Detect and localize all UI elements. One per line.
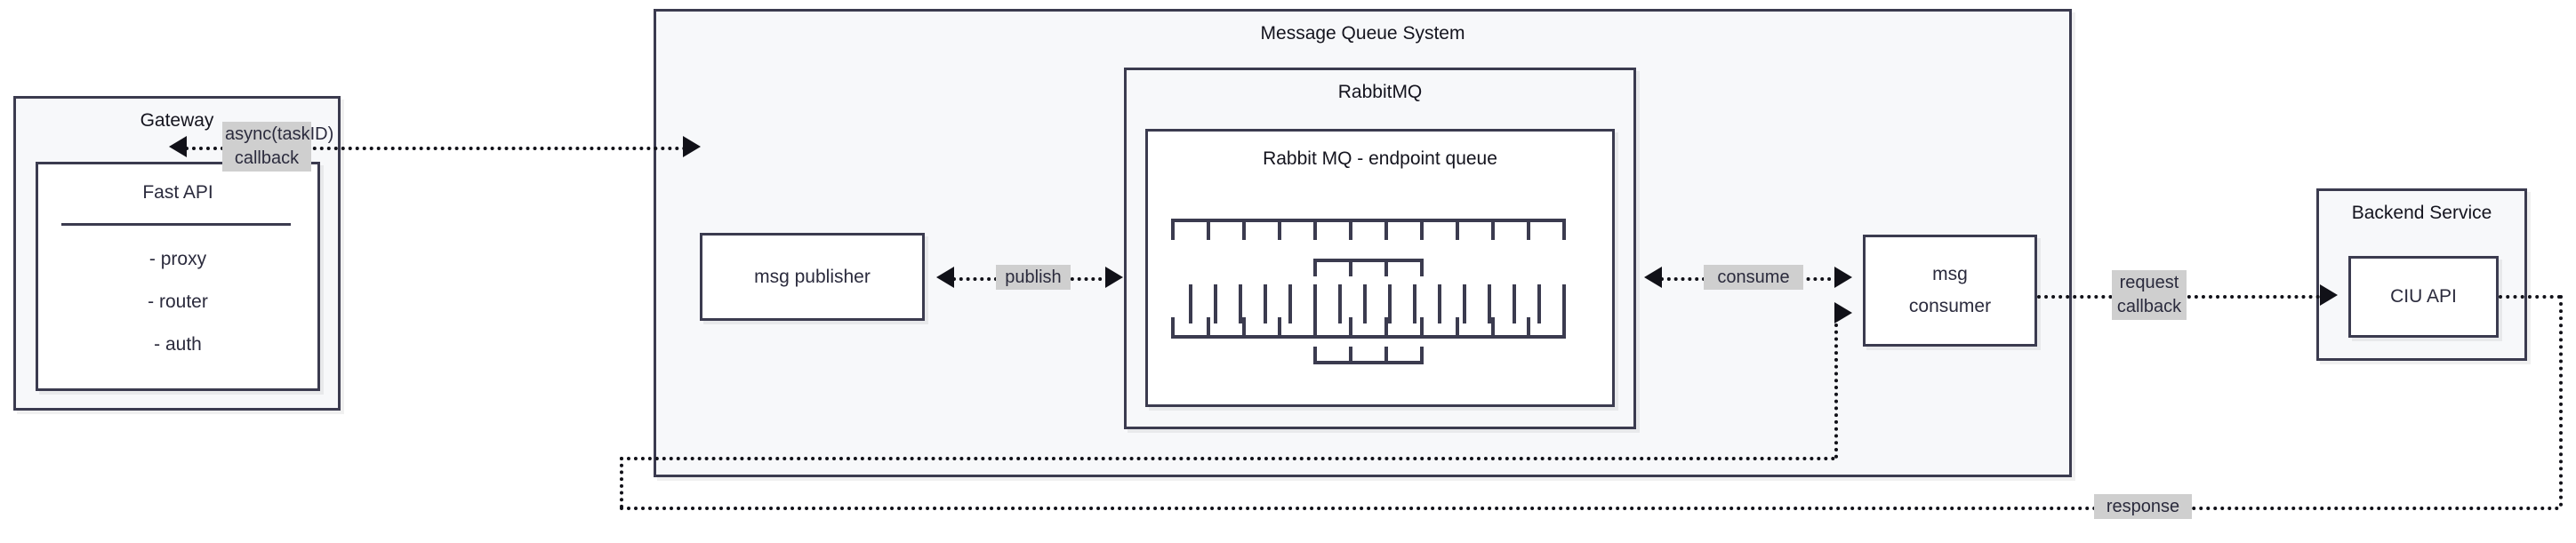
queue-top-tick bbox=[1420, 219, 1424, 240]
queue-inner-upper-rail bbox=[1313, 259, 1424, 262]
edge-response-bottom bbox=[620, 507, 2561, 510]
edge-label-request-line1: request bbox=[2119, 273, 2179, 292]
msg-consumer-box[interactable]: msg consumer bbox=[1863, 235, 2037, 347]
queue-bottom-rail bbox=[1171, 335, 1566, 339]
edge-label-async-line1: async(taskID) bbox=[225, 124, 334, 144]
msg-consumer-label-line2: consumer bbox=[1908, 296, 1992, 316]
ciu-api-label: CIU API bbox=[2390, 286, 2457, 307]
arrow-response-to-consumer bbox=[1834, 302, 1852, 323]
queue-message-bar bbox=[1264, 284, 1267, 323]
queue-top-rail bbox=[1171, 219, 1566, 222]
queue-inner-upper-tick bbox=[1349, 259, 1352, 276]
queue-message-bar bbox=[1363, 284, 1367, 323]
arrow-to-queue-back bbox=[1644, 267, 1662, 288]
edge-response-up-left bbox=[620, 457, 623, 508]
queue-top-tick bbox=[1562, 219, 1566, 240]
queue-top-tick bbox=[1313, 219, 1317, 240]
message-queue-system-title: Message Queue System bbox=[1260, 23, 1465, 44]
edge-response-down-right bbox=[2559, 295, 2563, 507]
ciu-api-box[interactable]: CIU API bbox=[2348, 256, 2499, 338]
queue-inner-lower-rail bbox=[1313, 361, 1424, 364]
queue-top-tick bbox=[1242, 219, 1246, 240]
edge-label-request-callback: request callback bbox=[2112, 270, 2187, 320]
queue-inner-lower-tick bbox=[1384, 347, 1388, 364]
queue-message-bar bbox=[1288, 284, 1292, 323]
msg-publisher-label: msg publisher bbox=[754, 266, 871, 287]
queue-top-tick bbox=[1384, 219, 1388, 240]
queue-top-tick bbox=[1207, 219, 1210, 240]
queue-message-bar bbox=[1438, 284, 1441, 323]
queue-top-tick bbox=[1456, 219, 1459, 240]
edge-response-up-to-consumer bbox=[1834, 323, 1838, 459]
backend-service-title: Backend Service bbox=[2351, 203, 2492, 223]
edge-response-from-ciu bbox=[2499, 295, 2561, 299]
edge-response-upper bbox=[620, 457, 1836, 460]
arrow-to-ciu-api bbox=[2320, 284, 2338, 306]
queue-message-bar bbox=[1513, 284, 1516, 323]
arrow-to-consumer bbox=[1834, 267, 1852, 288]
fast-api-title: Fast API bbox=[142, 182, 213, 203]
endpoint-queue-title: Rabbit MQ - endpoint queue bbox=[1263, 148, 1497, 169]
msg-consumer-label: msg consumer bbox=[1866, 259, 2034, 323]
queue-bottom-tick bbox=[1242, 317, 1246, 339]
fast-api-item-auth: - auth bbox=[154, 334, 202, 355]
queue-bottom-tick bbox=[1456, 317, 1459, 339]
queue-message-bar bbox=[1239, 284, 1242, 323]
edge-label-consume: consume bbox=[1704, 265, 1803, 290]
queue-top-tick bbox=[1491, 219, 1495, 240]
queue-inner-lower-tick bbox=[1420, 347, 1424, 364]
queue-bottom-tick bbox=[1491, 317, 1495, 339]
queue-bottom-tick bbox=[1313, 317, 1317, 339]
arrow-to-publisher bbox=[683, 136, 701, 157]
queue-bottom-tick bbox=[1562, 317, 1566, 339]
queue-bottom-tick bbox=[1278, 317, 1281, 339]
arrow-to-publisher-back bbox=[936, 267, 954, 288]
endpoint-queue-box: Rabbit MQ - endpoint queue bbox=[1145, 129, 1615, 407]
fast-api-item-proxy: - proxy bbox=[148, 249, 207, 269]
fast-api-box: Fast API - proxy - router - auth bbox=[36, 162, 320, 391]
gateway-title: Gateway bbox=[140, 110, 214, 131]
queue-inner-upper-tick bbox=[1420, 259, 1424, 276]
queue-top-tick bbox=[1171, 219, 1175, 240]
edge-label-publish: publish bbox=[996, 265, 1071, 290]
queue-message-bar bbox=[1338, 284, 1342, 323]
queue-message-bar bbox=[1189, 284, 1192, 323]
queue-message-bar bbox=[1388, 284, 1392, 323]
queue-top-tick bbox=[1278, 219, 1281, 240]
queue-message-bar bbox=[1562, 284, 1566, 323]
queue-bottom-tick bbox=[1384, 317, 1388, 339]
queue-message-bar bbox=[1214, 284, 1217, 323]
queue-message-bar bbox=[1537, 284, 1541, 323]
edge-label-response: response bbox=[2094, 494, 2192, 519]
queue-bottom-tick bbox=[1171, 317, 1175, 339]
arrow-to-queue bbox=[1105, 267, 1123, 288]
queue-bottom-tick bbox=[1420, 317, 1424, 339]
rabbitmq-title: RabbitMQ bbox=[1337, 82, 1423, 102]
fast-api-item-router: - router bbox=[148, 291, 208, 312]
arrow-to-gateway bbox=[169, 136, 187, 157]
msg-consumer-label-line1: msg bbox=[1932, 264, 1968, 284]
queue-bottom-tick bbox=[1527, 317, 1530, 339]
queue-inner-upper-tick bbox=[1384, 259, 1388, 276]
queue-message-bar bbox=[1488, 284, 1491, 323]
msg-publisher-box[interactable]: msg publisher bbox=[700, 233, 925, 321]
fast-api-divider bbox=[61, 223, 291, 226]
queue-top-tick bbox=[1349, 219, 1352, 240]
edge-label-async-callback: async(taskID) callback bbox=[222, 122, 333, 172]
edge-gateway-publisher bbox=[185, 147, 694, 150]
queue-message-bar bbox=[1463, 284, 1466, 323]
queue-inner-lower-tick bbox=[1313, 347, 1317, 364]
queue-inner-upper-tick bbox=[1313, 259, 1317, 276]
queue-message-bar bbox=[1413, 284, 1416, 323]
queue-top-tick bbox=[1527, 219, 1530, 240]
queue-bottom-tick bbox=[1349, 317, 1352, 339]
edge-label-request-line2: callback bbox=[2116, 297, 2182, 316]
edge-label-async-line2: callback bbox=[234, 148, 300, 168]
queue-bottom-tick bbox=[1207, 317, 1210, 339]
queue-message-bar bbox=[1313, 284, 1317, 323]
queue-inner-lower-tick bbox=[1349, 347, 1352, 364]
